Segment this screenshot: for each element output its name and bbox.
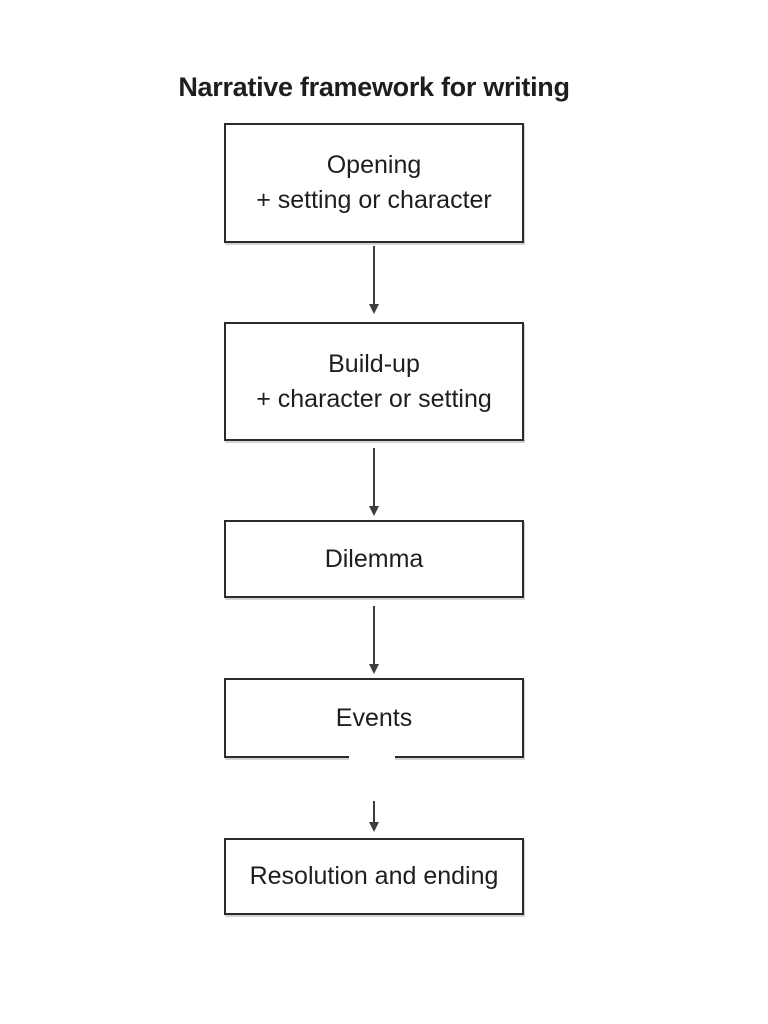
flow-box-opening: Opening + setting or character xyxy=(224,123,524,243)
arrow-down-icon xyxy=(367,606,381,674)
flow-box-opening-line-1: Opening xyxy=(326,151,422,179)
flow-box-dilemma-line-1: Dilemma xyxy=(324,544,424,573)
arrow-shaft xyxy=(373,448,375,506)
arrow-shaft xyxy=(373,246,375,304)
arrow-shaft xyxy=(373,606,375,664)
arrow-shaft xyxy=(373,801,375,822)
flow-box-build-up-line-1: Build-up xyxy=(328,349,420,378)
arrow-down-icon xyxy=(367,801,381,832)
arrow-down-icon xyxy=(367,448,381,516)
flow-box-build-up-line-2: + character or setting xyxy=(256,384,492,413)
flow-box-resolution: Resolution and ending xyxy=(224,838,524,915)
flow-box-opening-line-2: + setting or character xyxy=(256,186,492,214)
flow-box-resolution-line-1: Resolution and ending xyxy=(249,862,499,890)
arrow-head xyxy=(369,664,379,674)
arrow-down-icon xyxy=(367,246,381,314)
arrow-head xyxy=(369,822,379,832)
flow-box-build-up: Build-up + character or setting xyxy=(224,322,524,441)
diagram-title: Narrative framework for writing xyxy=(178,72,570,102)
border-gap-artifact xyxy=(349,755,395,760)
flow-box-events: Events xyxy=(224,678,524,758)
flow-box-events-line-1: Events xyxy=(335,703,413,732)
arrow-head xyxy=(369,304,379,314)
arrow-head xyxy=(369,506,379,516)
flow-box-dilemma: Dilemma xyxy=(224,520,524,598)
